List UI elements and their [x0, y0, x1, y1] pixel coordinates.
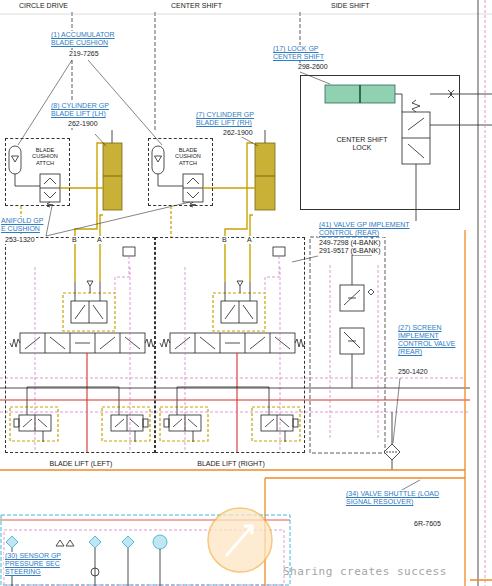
leader-line	[18, 60, 420, 491]
column-heading: SIDE SHIFT	[330, 2, 371, 10]
callout-label: (7) CYLINDER GP BLADE LIFT (RH)	[195, 111, 261, 127]
part-number: 249-7298 (4-BANK)	[318, 239, 381, 247]
attachment-box: BLADE CUSHION ATTCH	[148, 138, 213, 206]
valve-section: BLADE LIFT (LEFT)	[5, 237, 155, 453]
schematic-drawing	[392, 460, 393, 470]
watermark-logo	[226, 526, 252, 556]
steering-symbols	[153, 535, 167, 549]
side-shift-section	[310, 237, 385, 453]
screen-line	[392, 412, 393, 446]
load-signal-line	[0, 230, 492, 586]
header-rule	[0, 14, 492, 15]
callout-label: (27) SCREEN IMPLEMENT CONTROL VALVE (REA…	[397, 324, 457, 356]
valve-section: BLADE LIFT (RIGHT)	[155, 237, 305, 453]
side-shift-section	[344, 332, 360, 348]
steering-symbols	[122, 536, 134, 548]
leader-line	[46, 202, 190, 236]
screen-symbol	[384, 444, 400, 460]
center-shift-lock-symbol	[325, 85, 395, 103]
blade-lift-cylinder	[103, 176, 275, 177]
callout-label: (41) VALVE GP IMPLEMENT CONTROL (REAR)	[318, 221, 440, 237]
watermark: Sharing creates success	[282, 566, 448, 578]
blade-lift-cylinder	[112, 130, 265, 143]
part-number: 219-7265	[68, 50, 100, 58]
port-letter: B	[71, 236, 78, 244]
steering-symbols	[56, 540, 74, 546]
side-shift-section	[340, 285, 364, 311]
pressure-line	[0, 399, 470, 400]
return-line	[478, 0, 479, 586]
callout-label: (34) VALVE SHUTTLE (LOAD SIGNAL RESOLVER…	[345, 490, 457, 506]
schematic-drawing	[10, 143, 155, 453]
part-number: 262-1900	[222, 129, 254, 137]
lock-group-box: CENTER SHIFT LOCK	[300, 75, 460, 210]
part-number: 253-1320	[4, 236, 36, 244]
watermark-logo	[208, 508, 272, 572]
pilot-line	[0, 378, 465, 379]
center-shift-lock-symbol	[412, 100, 420, 112]
part-number: 262-1900	[67, 120, 99, 128]
side-shift-section	[344, 290, 360, 305]
port-letter: A	[96, 236, 103, 244]
callout-label: (17) LOCK GP CENTER SHIFT	[272, 45, 330, 61]
attachment-box: BLADE CUSHION ATTCH	[5, 138, 70, 206]
callout-label: (30) SENSOR GP PRESSURE SEC STEERING	[4, 552, 81, 576]
center-shift-lock-symbol	[359, 85, 361, 103]
leader-line	[240, 136, 258, 146]
callout-label: (1) ACCUMULATOR BLADE CUSHION	[50, 31, 130, 47]
center-shift-lock-symbol	[430, 94, 492, 95]
hydraulic-connector	[170, 206, 171, 237]
box-text: CENTER SHIFT LOCK	[331, 136, 393, 152]
part-number: 6R-7605	[413, 520, 442, 528]
side-shift-section	[368, 289, 374, 295]
schematic-drawing	[386, 452, 398, 453]
leader-line	[18, 60, 162, 145]
tank-line	[0, 388, 470, 389]
side-shift-section	[352, 237, 372, 388]
center-shift-lock-symbol	[430, 125, 492, 126]
side-shift-section	[330, 265, 378, 440]
center-shift-lock-symbol	[402, 138, 430, 139]
part-number: 298-2600	[297, 63, 329, 71]
hydraulic-line	[60, 187, 255, 188]
column-heading: CIRCLE DRIVE	[18, 2, 69, 10]
callout-label: (8) CYLINDER GP BLADE LIFT (LH)	[50, 102, 116, 118]
column-heading: CENTER SHIFT	[170, 2, 223, 10]
section-heading: BLADE LIFT (RIGHT)	[156, 460, 306, 468]
leader-line	[300, 72, 330, 84]
center-shift-lock-symbol	[395, 94, 402, 95]
center-shift-lock-symbol	[402, 94, 403, 112]
pilot-line	[0, 412, 470, 413]
box-text: BLADE CUSHION ATTCH	[25, 147, 65, 166]
callout-label: ANIFOLD GP E CUSHION	[0, 217, 46, 233]
center-shift-lock-symbol	[325, 85, 492, 237]
box-text: BLADE CUSHION ATTCH	[168, 147, 208, 166]
center-shift-lock-symbol	[402, 112, 430, 164]
center-shift-lock-symbol	[448, 90, 454, 98]
leader-line	[292, 256, 318, 262]
schematic-drawing	[160, 143, 305, 453]
side-shift-section	[310, 237, 385, 453]
port-letter: A	[246, 236, 253, 244]
port-letter: B	[221, 236, 228, 244]
leader-line	[393, 378, 400, 443]
blade-lift-cylinder	[103, 130, 275, 210]
part-number: 291-9517 (6-BANK)	[318, 247, 381, 255]
section-heading: BLADE LIFT (LEFT)	[6, 460, 156, 468]
steering-symbols	[6, 536, 18, 548]
steering-symbols	[89, 536, 101, 548]
center-shift-lock-symbol	[408, 118, 424, 158]
side-shift-section	[340, 328, 364, 354]
steering-symbols	[91, 568, 99, 576]
part-number: 250-1420	[397, 368, 429, 376]
pilot-line	[485, 0, 486, 586]
leader-line	[95, 134, 106, 146]
